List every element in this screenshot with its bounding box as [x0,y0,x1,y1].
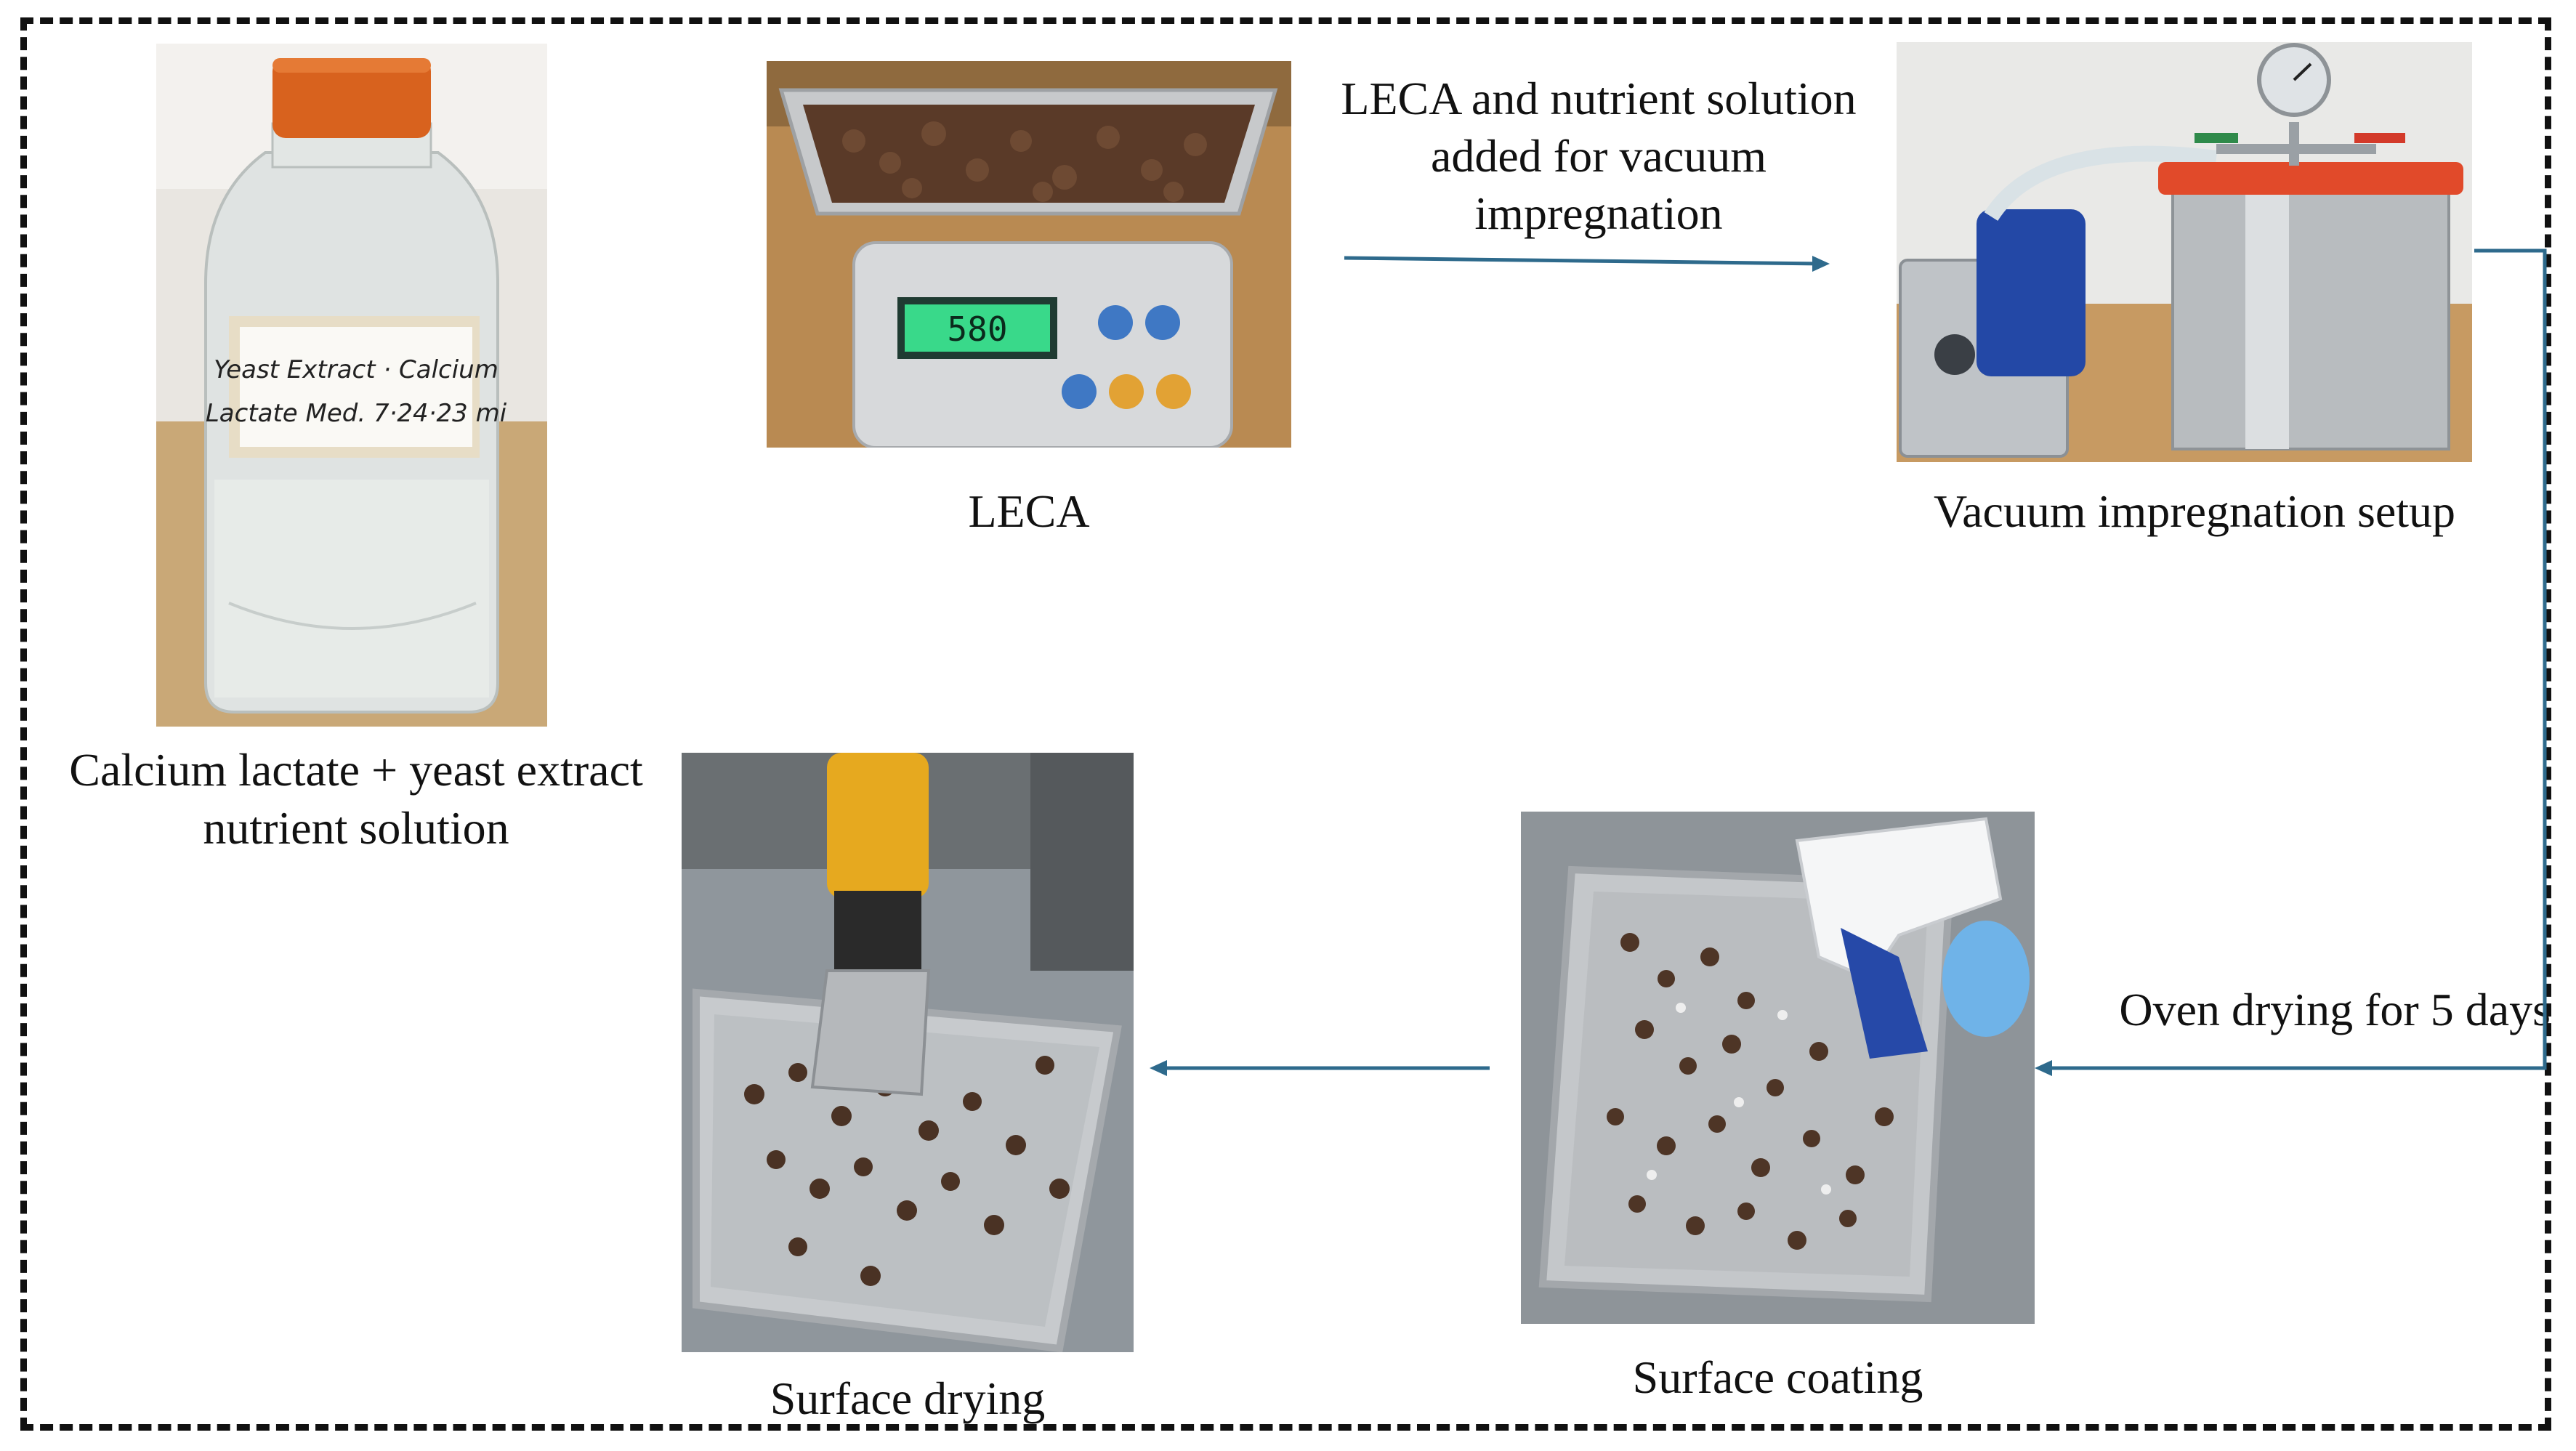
vacuum-to-coating-label: Oven drying for 5 days [2119,984,2551,1035]
leca-to-vacuum-label-line3: impregnation [1474,187,1723,239]
leca-to-vacuum-label-line2: added for vacuum [1430,130,1767,182]
bottle-label-line2: Lactate Med. 7·24·23 mi [206,399,507,428]
dashed-border [20,17,2551,1431]
nutrient-solution-caption: Calcium lactate + yeast extract nutrient… [15,741,698,857]
leca-caption: LECA [968,485,1090,537]
leca-photo: 580 [767,61,1291,448]
scale-readout: 580 [947,310,1007,349]
surface-coating-photo [1521,812,2035,1324]
surface-drying-caption: Surface drying [770,1373,1046,1424]
vacuum-setup-photo [1897,42,2472,462]
surface-coating-caption: Surface coating [1632,1351,1923,1403]
leca-to-vacuum-label: LECA and nutrient solution added for vac… [1293,70,1904,242]
vacuum-setup-caption: Vacuum impregnation setup [1933,485,2456,537]
surface-drying-photo [682,753,1134,1352]
leca-to-vacuum-label-line1: LECA and nutrient solution [1341,73,1857,124]
nutrient-solution-caption-line1: Calcium lactate + yeast extract [69,744,643,796]
nutrient-solution-caption-line2: nutrient solution [203,802,509,854]
bottle-label-line1: Yeast Extract · Calcium [214,355,498,384]
nutrient-solution-photo: Yeast Extract · Calcium Lactate Med. 7·2… [156,44,547,727]
